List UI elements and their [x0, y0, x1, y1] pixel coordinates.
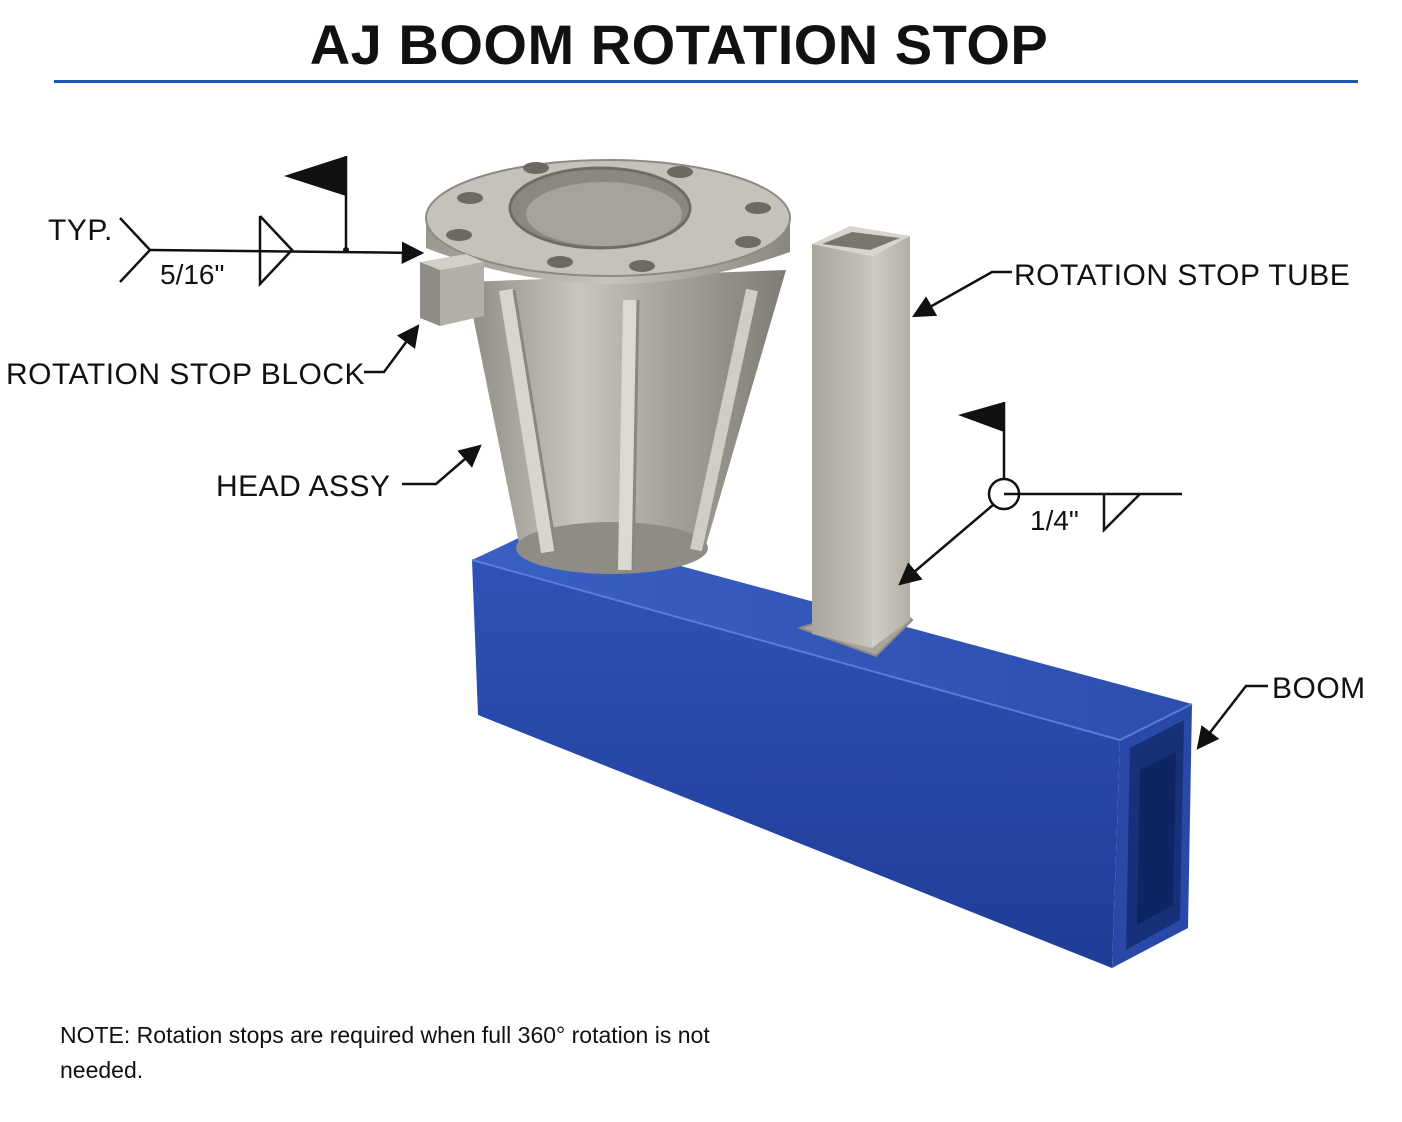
weld-size-tube: 1/4"	[1030, 505, 1079, 536]
note-text: NOTE: Rotation stops are required when f…	[60, 1022, 710, 1083]
field-weld-flag-icon	[284, 156, 346, 196]
rotation-stop-tube	[796, 226, 914, 658]
title-divider	[54, 80, 1358, 83]
weld-size-top: 5/16"	[160, 259, 224, 290]
boom-label: BOOM	[1272, 672, 1366, 705]
rotation-stop-block-label: ROTATION STOP BLOCK	[6, 358, 365, 391]
field-weld-flag-icon	[958, 402, 1004, 432]
rotation-stop-block	[420, 254, 484, 326]
typ-label: TYP.	[48, 214, 113, 247]
head-assembly	[425, 159, 791, 574]
head-assy-label: HEAD ASSY	[216, 470, 391, 503]
rotation-stop-tube-label: ROTATION STOP TUBE	[1014, 259, 1350, 292]
page-title: AJ BOOM ROTATION STOP	[309, 13, 1049, 76]
